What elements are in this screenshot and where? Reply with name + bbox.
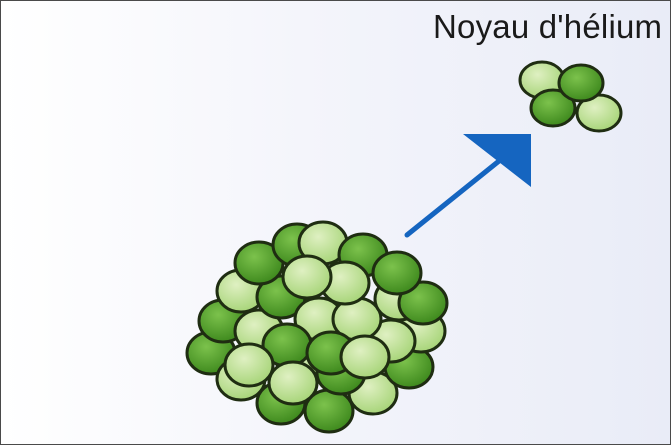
parent-nucleus xyxy=(185,220,449,434)
emission-arrow xyxy=(404,134,531,238)
helium-nucleus xyxy=(518,60,623,133)
helium-nucleus-label: Noyau d'hélium xyxy=(433,8,663,45)
nucleon xyxy=(281,254,333,300)
nucleon xyxy=(371,250,423,296)
nucleon xyxy=(397,280,449,326)
nucleon xyxy=(339,334,391,380)
nucleon xyxy=(223,342,275,388)
nucleon xyxy=(529,88,577,128)
nucleon xyxy=(267,360,319,406)
nucleon xyxy=(557,63,605,103)
